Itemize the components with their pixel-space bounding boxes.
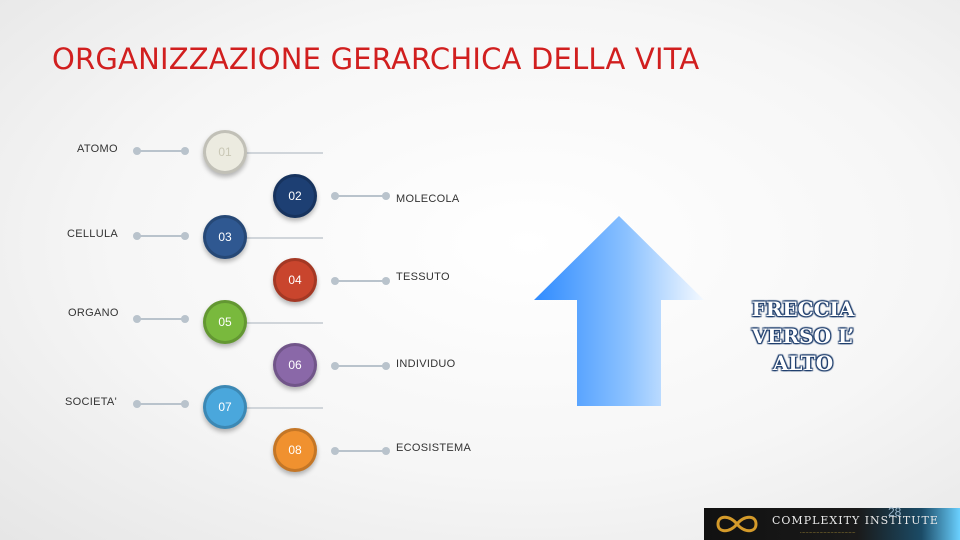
level-number: 02 (288, 189, 302, 203)
connector-line (331, 447, 390, 455)
level-number: 05 (218, 315, 232, 329)
timeline-stem (203, 407, 323, 409)
connector-line (133, 147, 189, 155)
connector-line (133, 315, 189, 323)
level-node-01: 01 (203, 130, 247, 174)
level-node-07: 07 (203, 385, 247, 429)
level-label-atomo: ATOMO (77, 143, 118, 155)
level-number: 07 (218, 400, 232, 414)
level-label-societa: SOCIETA' (65, 396, 117, 408)
level-number: 08 (288, 443, 302, 457)
level-node-04: 04 (273, 258, 317, 302)
up-arrow-icon (534, 216, 704, 406)
infinity-icon (716, 515, 758, 533)
timeline-stem (203, 152, 323, 154)
level-label-organo: ORGANO (68, 307, 119, 319)
level-node-08: 08 (273, 428, 317, 472)
level-label-cellula: CELLULA (67, 228, 119, 240)
level-label-molecola: MOLECOLA (396, 193, 460, 205)
level-label-tessuto: TESSUTO (396, 271, 450, 283)
timeline-stem (203, 322, 323, 324)
level-label-individuo: INDIVIDUO (396, 358, 456, 370)
logo-tagline: ........................................ (800, 529, 856, 535)
connector-line (133, 232, 189, 240)
level-node-06: 06 (273, 343, 317, 387)
logo-name: COMPLEXITY INSTITUTE (772, 514, 939, 527)
complexity-institute-logo: COMPLEXITY INSTITUTE ...................… (704, 508, 960, 540)
level-label-ecosistema: ECOSISTEMA (396, 442, 472, 454)
level-number: 06 (288, 358, 302, 372)
connector-line (331, 192, 390, 200)
connector-line (133, 400, 189, 408)
slide-title: ORGANIZZAZIONE GERARCHICA DELLA VITA (52, 42, 700, 76)
timeline-stem (203, 237, 323, 239)
connector-line (331, 362, 390, 370)
arrow-caption: FRECCIA VERSO L’ ALTO (751, 297, 855, 375)
level-number: 04 (288, 273, 302, 287)
level-number: 03 (218, 230, 232, 244)
page-number: 28 (888, 505, 902, 519)
level-node-02: 02 (273, 174, 317, 218)
connector-line (331, 277, 390, 285)
level-number: 01 (218, 145, 232, 159)
level-node-05: 05 (203, 300, 247, 344)
level-node-03: 03 (203, 215, 247, 259)
